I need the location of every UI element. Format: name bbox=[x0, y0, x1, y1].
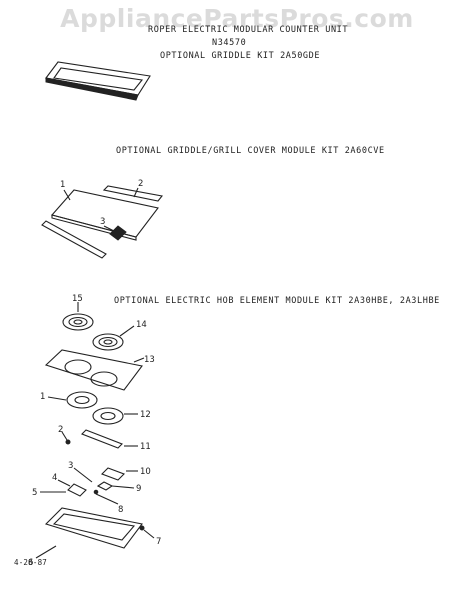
watermark-logo: AppliancePartsPros.com bbox=[60, 4, 414, 33]
callout-hob-9: 9 bbox=[136, 484, 141, 494]
callout-hob-8: 8 bbox=[118, 505, 123, 515]
callout-hob-1: 1 bbox=[40, 392, 45, 402]
callout-hob-7: 7 bbox=[156, 537, 161, 547]
callout-hob-14: 14 bbox=[136, 320, 147, 330]
hob-kit-title: OPTIONAL ELECTRIC HOB ELEMENT MODULE KIT… bbox=[114, 296, 440, 306]
callout-hob-2: 2 bbox=[58, 425, 63, 435]
hob-callouts: 15 14 13 1 12 2 11 3 10 4 9 5 8 7 6 bbox=[28, 294, 161, 568]
cover-callouts: 1 2 3 bbox=[60, 179, 143, 227]
cover-module bbox=[41, 185, 164, 259]
cover-kit-title: OPTIONAL GRIDDLE/GRILL COVER MODULE KIT … bbox=[116, 146, 385, 156]
header-title: ROPER ELECTRIC MODULAR COUNTER UNIT bbox=[148, 25, 349, 35]
callout-hob-12: 12 bbox=[140, 410, 151, 420]
callout-hob-10: 10 bbox=[140, 467, 151, 477]
hob-module bbox=[35, 302, 155, 559]
callout-hob-13: 13 bbox=[144, 355, 155, 365]
callout-hob-15: 15 bbox=[72, 294, 83, 304]
griddle-kit-title: OPTIONAL GRIDDLE KIT 2A50GDE bbox=[160, 51, 321, 61]
griddle-plate bbox=[45, 61, 151, 101]
callout-hob-5: 5 bbox=[32, 488, 37, 498]
callout-cover-2: 2 bbox=[138, 179, 143, 189]
callout-cover-1: 1 bbox=[60, 180, 65, 190]
footer-date: 4-28-87 bbox=[14, 558, 48, 567]
callout-hob-6: 6 bbox=[28, 558, 33, 568]
callout-cover-3: 3 bbox=[100, 217, 105, 227]
callout-hob-11: 11 bbox=[140, 442, 151, 452]
header-model: N34570 bbox=[212, 38, 247, 48]
callout-hob-3: 3 bbox=[68, 461, 73, 471]
callout-hob-4: 4 bbox=[52, 473, 57, 483]
